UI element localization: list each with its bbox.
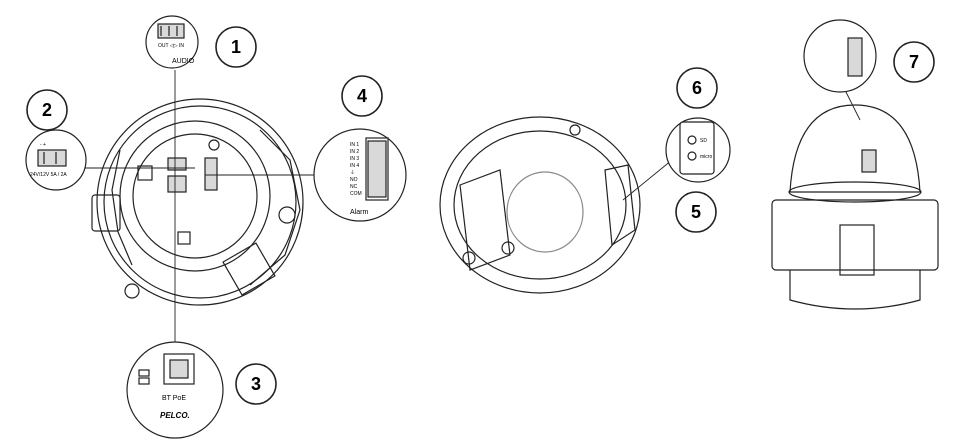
alarm-pin-label: IN 4 (350, 163, 359, 169)
camera-housing-open-view (439, 116, 641, 294)
callout-3 (235, 363, 277, 405)
audio-pin-labels: OUT ◁▷ IN (158, 43, 184, 49)
callout-3-number: 3 (251, 374, 261, 394)
audio-label: AUDIO (172, 58, 195, 65)
callout-7-number: 7 (909, 52, 919, 72)
sd-label: SD (700, 138, 707, 144)
alarm-pin-label: NC (350, 184, 358, 190)
alarm-pin-label: IN 2 (350, 149, 359, 155)
callout-2 (26, 89, 68, 131)
callout-7 (893, 41, 935, 83)
audio-connector-callout (145, 15, 199, 69)
callout-5 (675, 191, 717, 233)
camera-base-top-view (91, 98, 304, 306)
callout-4 (341, 75, 383, 117)
callout-2-number: 2 (42, 100, 52, 120)
alarm-pin-list: IN 1 IN 2 IN 3 IN 4 ⏚ NO NC COM (350, 142, 362, 197)
alarm-pin-label: ⏚ (350, 169, 355, 176)
camera-dome-assembled-view (771, 104, 939, 310)
callout-6-number: 6 (692, 78, 702, 98)
power-pin-labels: - + (40, 142, 46, 148)
power-connector-callout (25, 129, 87, 191)
alarm-pin-label: IN 3 (350, 156, 359, 162)
callout-6 (676, 67, 718, 109)
alarm-pin-label: IN 1 (350, 142, 359, 148)
alarm-label: Alarm (350, 209, 368, 216)
callout-1-number: 1 (231, 37, 241, 57)
brand-logo-text: PELCO. (160, 411, 190, 420)
alarm-connector-callout (313, 128, 407, 222)
sd-usb-slot-callout (665, 117, 731, 183)
callout-5-number: 5 (691, 202, 701, 222)
network-label: BT PoE (162, 395, 186, 402)
usb-label: micro (700, 154, 712, 160)
alarm-pin-label: NO (350, 177, 358, 183)
sd-slot-closeup-callout (803, 19, 877, 93)
alarm-pin-label: COM (350, 191, 362, 197)
callout-4-number: 4 (357, 86, 367, 106)
callout-1 (215, 26, 257, 68)
network-connector-callout (126, 341, 224, 439)
power-spec-label: 24V/12V 5A / 2A (30, 172, 67, 178)
leader-lines (80, 70, 861, 345)
